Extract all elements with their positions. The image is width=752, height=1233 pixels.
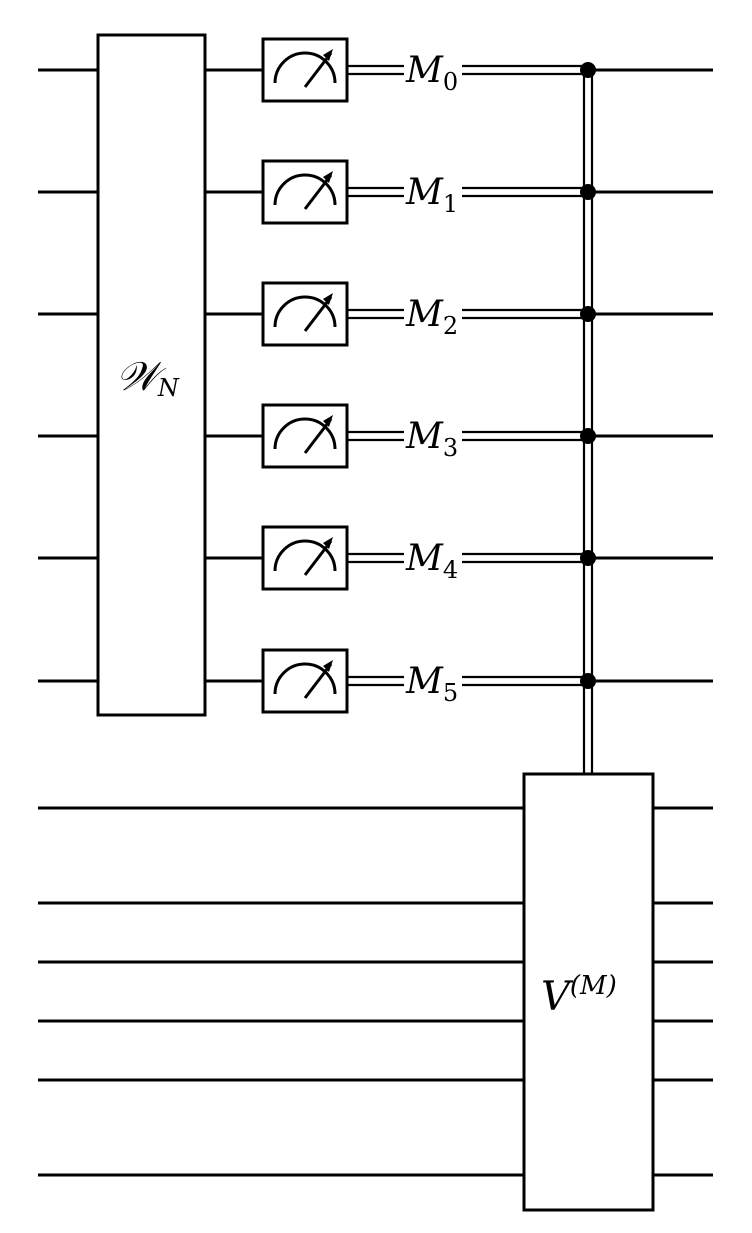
classical-wires [347, 64, 588, 687]
v-gate-label: V [541, 974, 574, 1020]
v-gate: V(M) [522, 772, 655, 1212]
measurement-label-symbol: M [405, 50, 444, 91]
upper-middle-wires [205, 68, 263, 683]
svg-text:M3: M3 [405, 416, 458, 462]
measurement-label-index: 1 [443, 190, 458, 218]
measurement-meter-icon [261, 281, 349, 347]
measurement-meter-icon [261, 37, 349, 103]
control-dot-icon [580, 184, 596, 200]
lower-register-wires [38, 806, 713, 1177]
measurement-label-index: 4 [443, 556, 458, 584]
measurement-label-symbol: M [405, 294, 444, 335]
control-dot-icon [580, 62, 596, 78]
upper-input-wires [38, 68, 98, 683]
w-gate-subscript: N [157, 374, 180, 402]
upper-output-wires [588, 68, 713, 683]
measurement-label-symbol: M [405, 172, 444, 213]
v-gate-superscript: (M) [570, 971, 617, 1001]
measurement-meters [261, 37, 349, 714]
control-dot-icon [580, 306, 596, 322]
w-gate: 𝒲N [96, 33, 207, 717]
measurement-meter-icon [261, 159, 349, 225]
measurement-label-5: M5 [404, 659, 462, 707]
measurement-label-1: M1 [404, 170, 462, 218]
svg-text:M0: M0 [405, 50, 458, 96]
measurement-meter-icon [261, 403, 349, 469]
measurement-label-4: M4 [404, 536, 462, 584]
svg-text:M1: M1 [405, 172, 458, 218]
measurement-meter-icon [261, 648, 349, 714]
measurement-label-3: M3 [404, 414, 462, 462]
control-dot-icon [580, 428, 596, 444]
svg-text:M4: M4 [405, 538, 458, 584]
measurement-label-symbol: M [405, 661, 444, 702]
measurement-label-index: 5 [443, 679, 458, 707]
measurement-label-index: 3 [443, 434, 458, 462]
control-dot-icon [580, 550, 596, 566]
measurement-label-index: 2 [443, 312, 458, 340]
measurement-label-2: M2 [404, 292, 462, 340]
measurement-label-0: M0 [404, 48, 462, 96]
control-bus [582, 70, 594, 774]
measurement-label-symbol: M [405, 538, 444, 579]
control-dots [580, 62, 596, 689]
control-dot-icon [580, 673, 596, 689]
svg-text:M5: M5 [405, 661, 458, 707]
measurement-label-index: 0 [443, 68, 458, 96]
measurement-labels: M0 M1 M2 M3 M4 M5 [404, 48, 462, 707]
measurement-meter-icon [261, 525, 349, 591]
svg-text:V(M): V(M) [541, 971, 617, 1020]
measurement-label-symbol: M [405, 416, 444, 457]
svg-text:M2: M2 [405, 294, 458, 340]
